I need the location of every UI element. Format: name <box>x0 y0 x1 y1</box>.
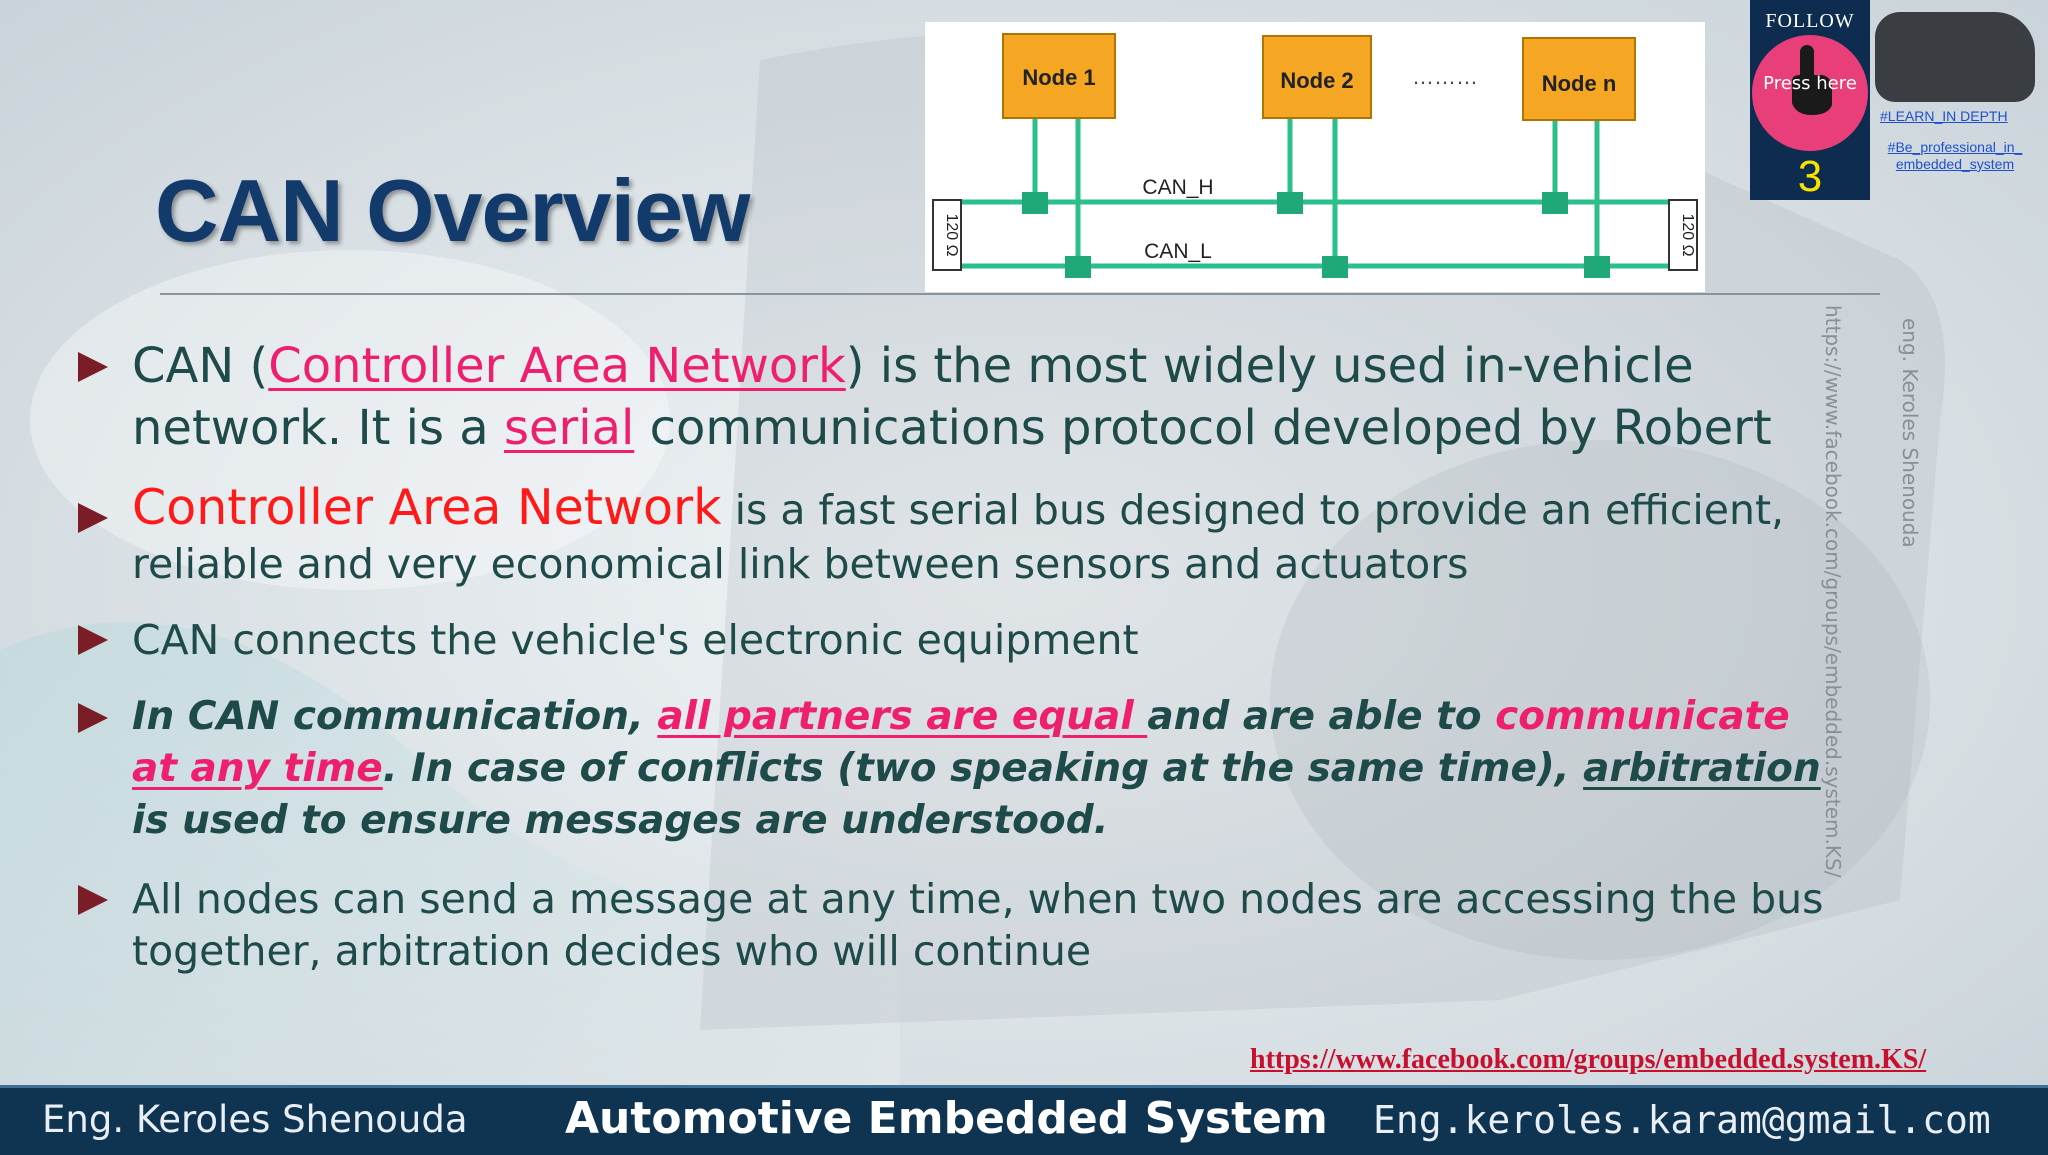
page-title: CAN Overview <box>155 161 750 260</box>
communicate-highlight: communicate <box>1495 694 1790 739</box>
bullet-arrow-icon <box>78 352 108 382</box>
bullet-1-text-c: communications protocol developed by Rob… <box>634 400 1772 456</box>
bullet-1-text-a: CAN ( <box>132 338 269 394</box>
bullet-1-text-b: ) is the most widely used in-vehicle net… <box>132 338 1694 456</box>
be-professional-link[interactable]: #Be_professional_in_ embedded_system <box>1887 139 2023 172</box>
follow-us-badge[interactable]: FOLLOW US Press here 3 <box>1750 0 1870 201</box>
press-here-label: Press here <box>1763 73 1857 94</box>
facebook-group-link[interactable]: https://www.facebook.com/groups/embedded… <box>1250 1044 1927 1075</box>
bullet-list: CAN (Controller Area Network) is the mos… <box>70 335 1830 977</box>
bullet-arrow-icon <box>78 885 108 915</box>
controller-area-network-link[interactable]: Controller Area Network <box>268 338 846 394</box>
node-n-box <box>1522 37 1636 121</box>
resistor-right-label: 120 Ω <box>1679 213 1696 256</box>
bullet-arrow-icon <box>78 703 108 733</box>
learn-in-depth-link[interactable]: #LEARN_IN DEPTH <box>1880 108 2008 124</box>
bullet-item-4: In CAN communication, all partners are e… <box>70 691 1830 847</box>
bullet-4-text-c: . In case of conflicts (two speaking at … <box>382 746 1584 791</box>
slide-number: 3 <box>1797 152 1823 201</box>
bullet-item-1: CAN (Controller Area Network) is the mos… <box>70 335 1830 459</box>
resistor-left-label: 120 Ω <box>943 213 960 256</box>
can-bus-diagram: 120 Ω 120 Ω Node 1 Node 2 Node n ……… CAN… <box>925 22 1705 292</box>
title-divider <box>160 293 1880 295</box>
bullet-item-3: CAN connects the vehicle's electronic eq… <box>70 613 1830 667</box>
footer-course-title: Automotive Embedded System <box>565 1093 1328 1144</box>
node-ellipsis: ……… <box>1412 64 1478 89</box>
node-1-label: Node 1 <box>1022 65 1095 90</box>
node-n-label: Node n <box>1542 71 1617 96</box>
serial-link[interactable]: serial <box>503 400 635 456</box>
footer-bar: Eng. Keroles Shenouda Automotive Embedde… <box>0 1085 2048 1155</box>
footer-author: Eng. Keroles Shenouda <box>42 1098 468 1141</box>
bullet-5-text: All nodes can send a message at any time… <box>132 875 1824 975</box>
node-2-box <box>1262 35 1372 119</box>
car-thumbnail-image <box>1875 12 2035 102</box>
all-partners-equal-link[interactable]: all partners are equal <box>657 694 1148 739</box>
at-any-time-link[interactable]: at any time <box>132 746 383 791</box>
author-watermark: eng. Keroles Shenouda <box>1898 318 1922 548</box>
bullet-4-text-a: In CAN communication, <box>132 694 658 739</box>
footer-email[interactable]: Eng.keroles.karam@gmail.com <box>1373 1098 1991 1142</box>
can-l-label: CAN_L <box>1144 240 1212 263</box>
node-1-box <box>1002 33 1116 119</box>
can-h-label: CAN_H <box>1142 176 1213 199</box>
bullet-2-lead: Controller Area Network <box>132 479 722 536</box>
bullet-4-text-d: is used to ensure messages are understoo… <box>132 798 1109 843</box>
resistor-right <box>1668 199 1698 271</box>
resistor-left <box>932 199 962 271</box>
bullet-item-5: All nodes can send a message at any time… <box>70 873 1830 977</box>
bullet-item-2: Controller Area Network is a fast serial… <box>70 481 1830 591</box>
bullet-3-text: CAN connects the vehicle's electronic eq… <box>132 616 1139 664</box>
bullet-arrow-icon <box>78 503 108 533</box>
bullet-4-text-b: and are able to <box>1147 694 1496 739</box>
bullet-arrow-icon <box>78 625 108 655</box>
bullet-2-text: is a fast serial bus designed to provide… <box>132 486 1785 588</box>
arbitration-link[interactable]: arbitration <box>1583 746 1821 791</box>
press-here-button[interactable] <box>1752 35 1868 151</box>
pointing-hand-icon <box>1792 45 1832 115</box>
node-2-label: Node 2 <box>1280 68 1353 93</box>
